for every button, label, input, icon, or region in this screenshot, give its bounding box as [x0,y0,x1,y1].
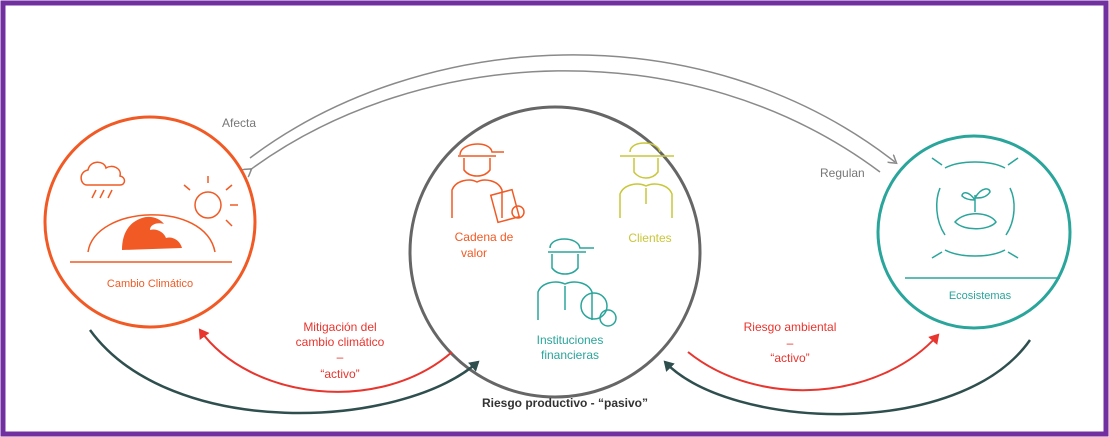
label-riesgo-ambiental: Riesgo ambiental [743,320,837,334]
climate-circle [43,115,257,329]
wave-icon [122,216,182,250]
red-arrow-mitigation [198,328,453,393]
farmer-clipboard-icon [451,143,525,224]
label-instituciones-line2: financieras [540,348,600,362]
center-circle [408,105,702,399]
sun-icon [183,176,238,227]
label-regulan: Regulan [820,166,865,180]
arrow-afecta [249,54,895,162]
label-mitigacion-activo: “activo” [320,367,360,381]
label-riesgo-ambiental-activo: “activo” [770,351,810,365]
label-afecta: Afecta [222,116,257,130]
label-riesgo-ambiental-dash: – [786,336,794,350]
plant-hand-icon [931,157,1019,259]
rain-cloud-icon [80,161,126,199]
label-riesgo-productivo: Riesgo productivo - “pasivo” [481,396,649,410]
label-ecosistemas: Ecosistemas [948,290,1012,302]
label-cambio-climatico: Cambio Climático [106,278,194,290]
label-mitigacion-dash: – [336,350,344,364]
label-mitigacion-line2: cambio climático [295,335,385,349]
banker-money-icon [537,238,617,327]
farmer-hat-icon [619,142,674,218]
label-clientes: Clientes [628,231,672,245]
arrow-afecta-inner [250,70,881,172]
red-arrow-riesgo-ambiental [687,333,940,392]
label-instituciones-line1: Instituciones [536,333,604,347]
ecosystem-circle [876,134,1072,330]
dome-arc [87,214,216,253]
label-cadena-line1: Cadena de [454,230,514,244]
label-mitigacion-line1: Mitigación del [303,320,377,334]
dark-arrow-right [663,339,1032,416]
dark-arrow-left [88,329,480,415]
label-cadena-line2: valor [460,246,487,260]
